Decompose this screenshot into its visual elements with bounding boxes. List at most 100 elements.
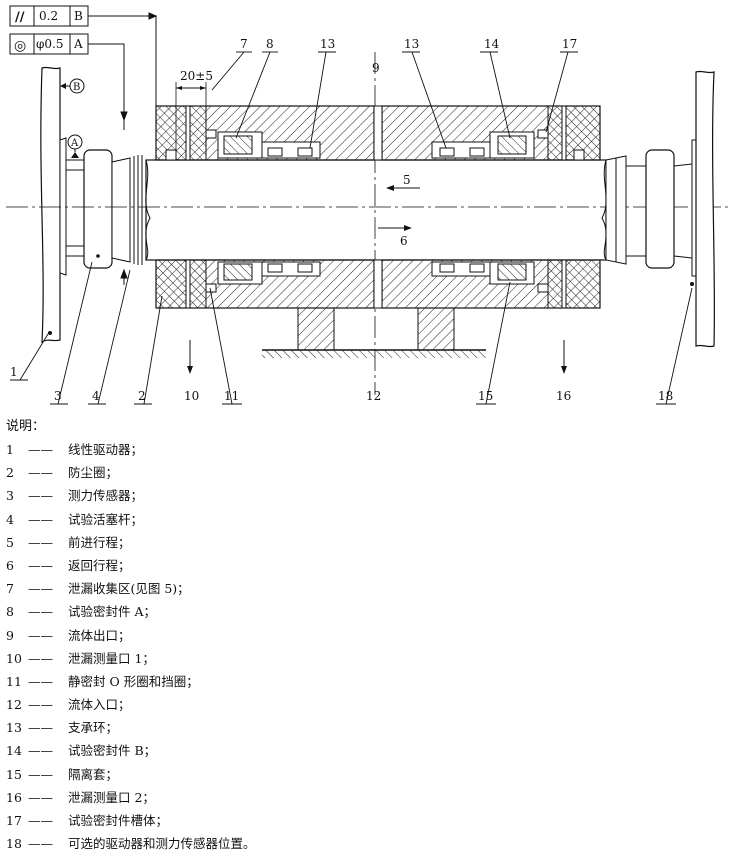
legend-item: 11——静密封 O 形圈和挡圈； (6, 670, 726, 693)
legend-item-dash: —— (28, 720, 53, 736)
legend-item-text: 泄漏测量口 1； (68, 650, 155, 666)
callout-9: 9 (372, 61, 380, 75)
tolerance-leaders (88, 12, 158, 285)
legend-item: 4 —— 试验活塞杆； (6, 508, 726, 531)
left-actuator-plate (40, 66, 61, 344)
concentricity-datum: A (73, 37, 83, 51)
legend-item: 9 —— 流体出口； (6, 624, 726, 647)
legend-item-text: 流体入口； (68, 697, 131, 713)
callout-11: 11 (224, 389, 239, 403)
legend-item-number: 6 (6, 557, 14, 573)
legend-item-number: 9 (6, 627, 14, 643)
callout-4: 4 (92, 389, 100, 403)
callout-3: 3 (54, 389, 62, 403)
dimension-label: 20±5 (180, 69, 213, 83)
load-cell-left (83, 149, 113, 269)
legend-item-dash: —— (28, 557, 53, 573)
legend-item-dash: —— (28, 813, 53, 828)
legend-item-number: 2 (6, 465, 14, 481)
legend-item-number: 5 (6, 534, 14, 550)
support-left (297, 307, 335, 351)
legend-item-dash: —— (28, 650, 53, 666)
callout-13b: 13 (404, 37, 419, 51)
test-rig-diagram: // 0.2 B ◎ φ0.5 A B A (0, 0, 732, 410)
concentricity-value: φ0.5 (36, 37, 64, 51)
concentricity-symbol: ◎ (14, 38, 26, 54)
legend-item-number: 12 (6, 697, 22, 713)
legend-item-dash: —— (28, 789, 53, 805)
return-stroke-label: 6 (400, 234, 408, 248)
legend-item-text: 前进行程； (68, 534, 131, 550)
legend-item-text: 试验密封件槽体； (68, 813, 169, 828)
legend-item-number: 17 (6, 813, 22, 828)
callout-13a: 13 (320, 37, 335, 51)
legend-item: 3——测力传感器； (6, 484, 726, 507)
legend-item: 7 —— 泄漏收集区(见图 5)； (6, 577, 726, 600)
legend-item: 1——线性驱动器； (6, 438, 726, 461)
legend-item: 8——试验密封件 A； (6, 600, 726, 623)
legend: 说明： 1——线性驱动器；2——防尘圈；3——测力传感器；4——试验活塞杆；5—… (6, 416, 726, 855)
legend-item-dash: —— (28, 627, 53, 643)
legend-item-text: 返回行程； (68, 557, 131, 573)
legend-item: 5 —— 前进行程； (6, 531, 726, 554)
parallelism-value: 0.2 (39, 9, 58, 23)
right-actuator-plate (695, 70, 716, 348)
legend-item-text: 泄漏收集区(见图 5)； (68, 581, 190, 597)
callout-10: 10 (184, 389, 199, 403)
bottom-leaders (10, 261, 693, 405)
legend-item-dash: —— (28, 581, 53, 597)
legend-item-number: 7 (6, 581, 14, 597)
legend-item: 15 —— 隔离套； (6, 763, 726, 786)
callout-18: 18 (658, 389, 673, 403)
legend-item-dash: —— (28, 465, 53, 481)
legend-item-dash: —— (28, 743, 53, 759)
load-cell-right (645, 149, 675, 269)
legend-item-number: 15 (6, 766, 22, 782)
test-piston-rod (145, 159, 607, 261)
legend-item-text: 可选的驱动器和测力传感器位置。 (68, 836, 256, 852)
legend-item-dash: —— (28, 511, 53, 527)
legend-item-text: 隔离套； (68, 766, 119, 782)
legend-item-text: 泄漏测量口 2； (68, 789, 155, 805)
callout-16: 16 (556, 389, 571, 403)
legend-item-dash: —— (28, 836, 53, 852)
legend-item-number: 4 (6, 511, 14, 527)
legend-item: 2——防尘圈； (6, 461, 726, 484)
datum-a-label: A (70, 138, 79, 149)
legend-item: 17 —— 试验密封件槽体； (6, 809, 726, 832)
legend-item: 12 —— 流体入口； (6, 693, 726, 716)
callout-15: 15 (478, 389, 493, 403)
legend-item-number: 10 (6, 650, 22, 666)
forward-stroke-label: 5 (403, 173, 411, 187)
legend-item-text: 线性驱动器； (68, 442, 144, 457)
datum-b-label: B (73, 82, 80, 93)
legend-title: 说明： (6, 419, 46, 434)
callout-1: 1 (10, 365, 18, 379)
parallelism-datum: B (74, 9, 83, 23)
legend-item: 13——支承环； (6, 716, 726, 739)
tolerance-frame-parallelism: // 0.2 B (9, 5, 89, 27)
legend-item-number: 16 (6, 789, 22, 805)
legend-item-number: 3 (6, 488, 14, 504)
callout-2: 2 (138, 389, 146, 403)
support-right (417, 307, 455, 351)
legend-item-dash: —— (28, 697, 53, 713)
parallelism-symbol: // (15, 10, 25, 25)
legend-item: 10 —— 泄漏测量口 1； (6, 647, 726, 670)
legend-item-number: 14 (6, 743, 22, 759)
housing-lower (155, 259, 601, 309)
top-leaders (211, 51, 578, 149)
callout-12: 12 (366, 389, 381, 403)
legend-item-dash: —— (28, 534, 53, 550)
legend-item-number: 11 (6, 673, 22, 689)
legend-item-text: 流体出口； (68, 627, 131, 643)
callout-14: 14 (484, 37, 500, 51)
legend-item-dash: —— (28, 488, 53, 504)
legend-item-dash: —— (28, 766, 53, 782)
legend-item-number: 8 (6, 604, 14, 620)
legend-item-text: 试验活塞杆； (68, 511, 144, 527)
legend-item: 16 —— 泄漏测量口 2； (6, 786, 726, 809)
callout-8: 8 (266, 37, 274, 51)
legend-list: 1——线性驱动器；2——防尘圈；3——测力传感器；4——试验活塞杆；5——前进行… (6, 438, 726, 855)
legend-item-dash: —— (28, 442, 53, 457)
